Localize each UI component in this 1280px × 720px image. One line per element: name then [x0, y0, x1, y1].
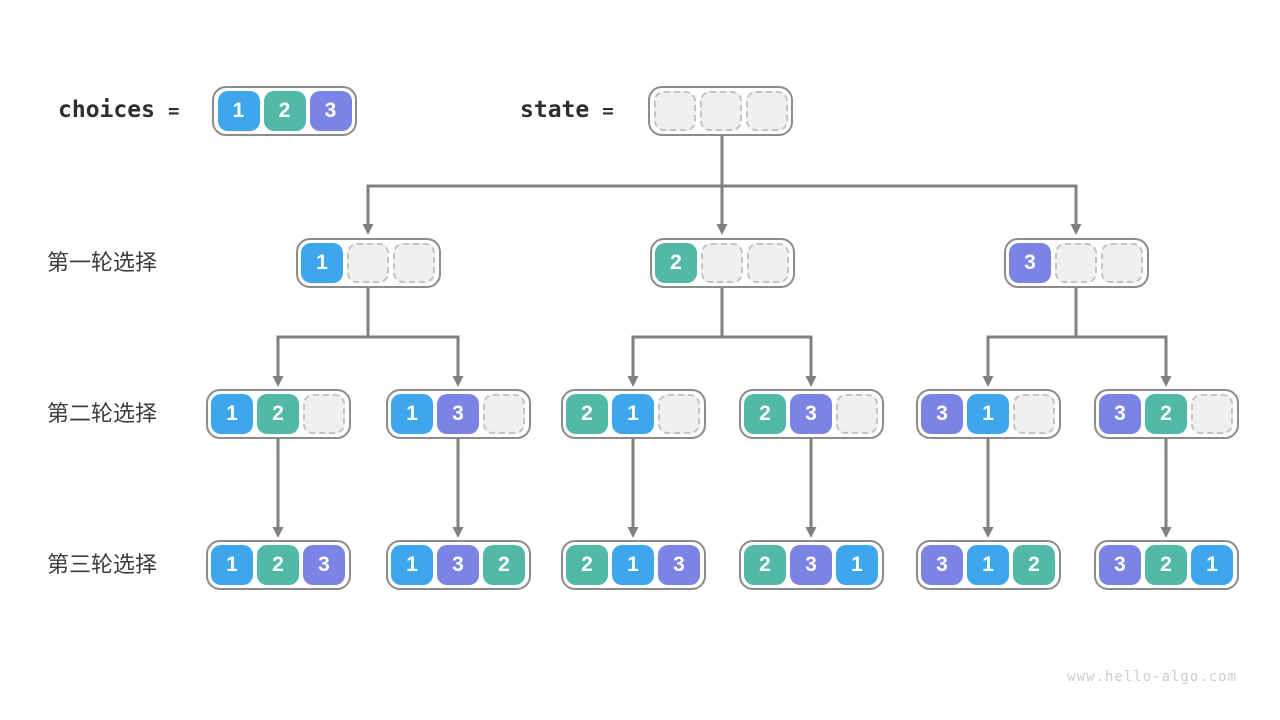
value-cell-3: 3	[790, 545, 832, 585]
value-cell-3: 3	[303, 545, 345, 585]
value-cell-3: 3	[437, 545, 479, 585]
value-cell-2: 2	[566, 394, 608, 434]
empty-slot	[745, 91, 788, 131]
arrowhead-icon	[452, 376, 464, 387]
arrowhead-icon	[805, 376, 817, 387]
state-box-level1-2: 2	[649, 238, 795, 288]
value-cell-2: 2	[744, 394, 786, 434]
arrowhead-icon	[982, 376, 994, 387]
equals-sign: =	[167, 99, 180, 122]
value-cell-2: 2	[566, 545, 608, 585]
empty-slot	[836, 394, 878, 434]
value-cell-1: 1	[967, 394, 1009, 434]
watermark: www.hello-algo.com	[1067, 669, 1237, 685]
value-cell-1: 1	[211, 394, 253, 434]
arrowhead-icon	[272, 527, 284, 538]
empty-slot	[658, 394, 700, 434]
value-cell-1: 1	[217, 91, 260, 131]
row-label-3: 第三轮选择	[47, 552, 158, 577]
empty-slot	[701, 243, 743, 283]
row-label-2: 第二轮选择	[47, 401, 158, 426]
value-cell-1: 1	[391, 394, 433, 434]
value-cell-3: 3	[1099, 545, 1141, 585]
arrowhead-icon	[805, 527, 817, 538]
value-cell-2: 2	[744, 545, 786, 585]
value-cell-1: 1	[301, 243, 343, 283]
empty-slot	[1013, 394, 1055, 434]
empty-slot	[1191, 394, 1233, 434]
choices-label: choices =	[58, 97, 179, 123]
value-cell-1: 1	[612, 545, 654, 585]
state-word: state	[520, 97, 590, 123]
value-cell-3: 3	[1009, 243, 1051, 283]
arrowhead-icon	[362, 224, 374, 235]
empty-slot	[747, 243, 789, 283]
value-cell-3: 3	[437, 394, 479, 434]
arrowhead-icon	[627, 376, 639, 387]
arrowhead-icon	[982, 527, 994, 538]
state-box-level1-3: 3	[1003, 238, 1149, 288]
value-cell-2: 2	[1145, 545, 1187, 585]
state-label: state =	[520, 97, 614, 123]
empty-slot	[347, 243, 389, 283]
value-cell-3: 3	[921, 394, 963, 434]
row-label-1: 第一轮选择	[47, 250, 158, 275]
empty-slot	[303, 394, 345, 434]
empty-slot	[483, 394, 525, 434]
empty-slot	[393, 243, 435, 283]
value-cell-3: 3	[1099, 394, 1141, 434]
arrowhead-icon	[1160, 527, 1172, 538]
choices-word: choices	[58, 97, 155, 123]
value-cell-2: 2	[263, 91, 306, 131]
equals-sign: =	[602, 99, 614, 122]
empty-slot	[1101, 243, 1143, 283]
value-cell-3: 3	[790, 394, 832, 434]
value-cell-3: 3	[921, 545, 963, 585]
empty-slot	[699, 91, 742, 131]
value-cell-1: 1	[211, 545, 253, 585]
value-cell-1: 1	[612, 394, 654, 434]
value-cell-3: 3	[658, 545, 700, 585]
value-cell-2: 2	[257, 545, 299, 585]
value-cell-2: 2	[1013, 545, 1055, 585]
arrowhead-icon	[1070, 224, 1082, 235]
arrowhead-icon	[1160, 376, 1172, 387]
value-cell-2: 2	[257, 394, 299, 434]
value-cell-2: 2	[655, 243, 697, 283]
value-cell-3: 3	[309, 91, 352, 131]
value-cell-2: 2	[483, 545, 525, 585]
value-cell-1: 1	[967, 545, 1009, 585]
value-cell-1: 1	[836, 545, 878, 585]
value-cell-1: 1	[391, 545, 433, 585]
empty-slot	[653, 91, 696, 131]
empty-slot	[1055, 243, 1097, 283]
state-array-box	[648, 86, 793, 136]
state-box-level1-1: 1	[295, 238, 441, 288]
value-cell-2: 2	[1145, 394, 1187, 434]
arrowhead-icon	[452, 527, 464, 538]
arrowhead-icon	[627, 527, 639, 538]
arrowhead-icon	[716, 224, 728, 235]
arrowhead-icon	[272, 376, 284, 387]
value-cell-1: 1	[1191, 545, 1233, 585]
